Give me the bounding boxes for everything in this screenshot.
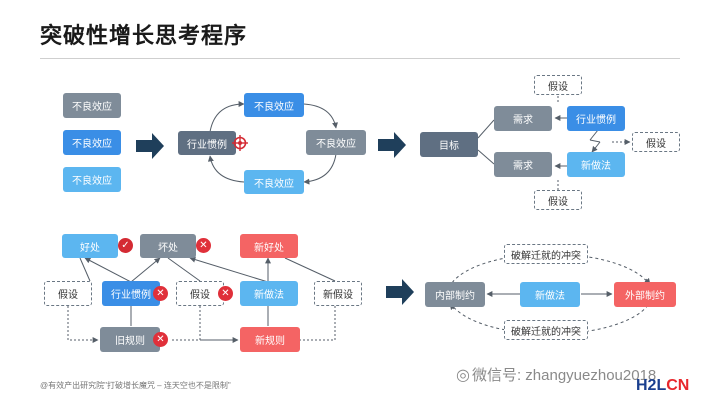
assume-benefit-line: [79, 257, 91, 282]
check-icon: ✓: [118, 238, 133, 253]
lightning-1: [589, 129, 599, 141]
assumption-box-left: 假设: [44, 281, 92, 306]
bad-effect-box-3: 不良效应: [63, 167, 121, 192]
bad-effect-box-2: 不良效应: [63, 130, 121, 155]
cross-icon-old-rule: ✕: [153, 332, 168, 347]
benefit-box: 好处: [62, 234, 118, 258]
cycle-arc-4: [207, 155, 245, 183]
newassume-newrule-link: [300, 306, 336, 341]
old-rule-box: 旧规则: [100, 327, 160, 352]
industry-harm-arrow: [130, 257, 161, 283]
need-box-bottom: 需求: [494, 152, 552, 177]
industry-practice-box-3: 行业惯例: [102, 281, 160, 306]
new-method-box: 新做法: [567, 152, 625, 177]
need-box-top: 需求: [494, 106, 552, 131]
logo: H2LCN: [636, 377, 689, 395]
page-title: 突破性增长思考程序: [40, 23, 248, 48]
harm-box: 坏处: [140, 234, 196, 258]
assume-newrule-link: [199, 306, 239, 343]
external-constraint-box: 外部制约: [614, 282, 676, 307]
title-divider: [40, 58, 680, 59]
conflict-label-top: 破解迁就的冲突: [504, 244, 588, 264]
wechat-icon: ◎: [456, 367, 470, 384]
crosshair-icon: [232, 135, 248, 151]
cycle-bad-effect-bottom: 不良效应: [244, 170, 304, 194]
cycle-arc-2: [303, 103, 338, 129]
method-harm-arrow: [189, 256, 269, 283]
bad-effect-box-1: 不良效应: [63, 93, 121, 118]
logo-main: H2L: [636, 377, 667, 394]
cross-icon-industry: ✕: [153, 286, 168, 301]
cycle-arc-1: [209, 101, 245, 133]
logo-suffix: CN: [666, 377, 690, 394]
new-benefit-box: 新好处: [240, 234, 298, 258]
footnote: @有效产出研究院"打破增长魔咒 – 连天空也不是限制": [40, 381, 231, 390]
assume-oldrule-link: [67, 306, 99, 343]
big-arrow-3: [386, 279, 414, 305]
assumption-box-right: 假设: [632, 132, 680, 152]
cross-icon-harm: ✕: [196, 238, 211, 253]
cross-icon-assumption: ✕: [218, 286, 233, 301]
lightning-3: [591, 141, 601, 153]
new-method-box-3: 新做法: [240, 281, 298, 306]
big-arrow-2: [378, 132, 406, 158]
conflict-label-bottom: 破解迁就的冲突: [504, 320, 588, 340]
lightning-2: [589, 139, 601, 143]
goal-box: 目标: [420, 132, 478, 157]
assumption-box-bottom: 假设: [534, 190, 582, 210]
new-method-box-4: 新做法: [520, 282, 580, 307]
assume-harm-line: [167, 257, 201, 282]
cycle-arc-3: [303, 153, 337, 185]
new-assumption-box: 新假设: [314, 281, 362, 306]
goal-need-line-top: [477, 119, 495, 139]
new-rule-box: 新规则: [240, 327, 300, 352]
watermark-text: 微信号: zhangyuezhou2018: [471, 367, 657, 384]
cycle-bad-effect-top: 不良效应: [244, 93, 304, 117]
industry-practice-box-2: 行业惯例: [567, 106, 625, 131]
industry-practice-box: 行业惯例: [178, 131, 236, 155]
goal-need-line-bottom: [477, 149, 495, 165]
industry-benefit-arrow: [84, 257, 132, 283]
big-arrow-1: [136, 133, 164, 159]
new-assume-line: [284, 257, 336, 282]
assumption-box-mid: 假设: [176, 281, 224, 306]
cycle-bad-effect-right: 不良效应: [306, 130, 366, 155]
internal-constraint-box: 内部制约: [425, 282, 485, 307]
watermark: ◎微信号: zhangyuezhou2018: [456, 364, 656, 385]
assumption-box-top: 假设: [534, 75, 582, 95]
